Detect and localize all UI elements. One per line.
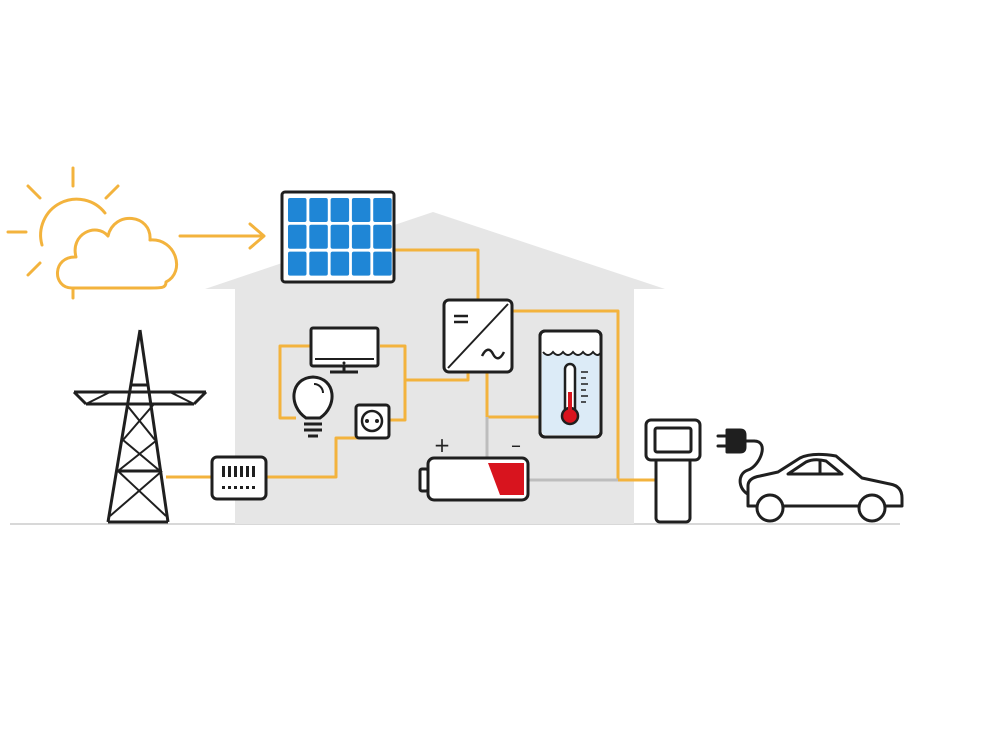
- solar-cell: [330, 251, 350, 276]
- house-icon: [205, 212, 665, 524]
- solar-panel-icon: [280, 190, 396, 284]
- battery-minus-label: –: [511, 433, 521, 457]
- solar-cell: [351, 198, 371, 222]
- wiring: [166, 248, 660, 482]
- solar-cell: [330, 198, 350, 222]
- solar-cell: [288, 224, 307, 249]
- solar-cell: [373, 198, 392, 222]
- battery-plus-label: +: [434, 433, 451, 457]
- meter-icon: [210, 455, 268, 501]
- solar-cell: [351, 251, 371, 276]
- solar-cell: [330, 224, 350, 249]
- arrow-icon: [178, 222, 266, 250]
- lightbulb-icon: [292, 375, 334, 438]
- solar-cell: [288, 198, 307, 222]
- socket-icon: [354, 403, 391, 440]
- inverter-icon: [442, 298, 514, 374]
- plug-icon: [716, 428, 764, 498]
- solar-cell: [309, 224, 328, 249]
- solar-cell: [309, 251, 328, 276]
- transmission-tower-icon: [72, 329, 208, 524]
- solar-cell: [351, 224, 371, 249]
- car-icon: [746, 452, 904, 523]
- cloud-icon: [56, 217, 178, 290]
- thermometer-icon: [560, 362, 588, 426]
- battery-icon: + –: [418, 433, 530, 502]
- solar-cell: [373, 224, 392, 249]
- solar-cell: [288, 251, 307, 276]
- charging-station-icon: [644, 418, 702, 524]
- solar-cell: [373, 251, 392, 276]
- tv-icon: [309, 326, 380, 374]
- solar-cell: [309, 198, 328, 222]
